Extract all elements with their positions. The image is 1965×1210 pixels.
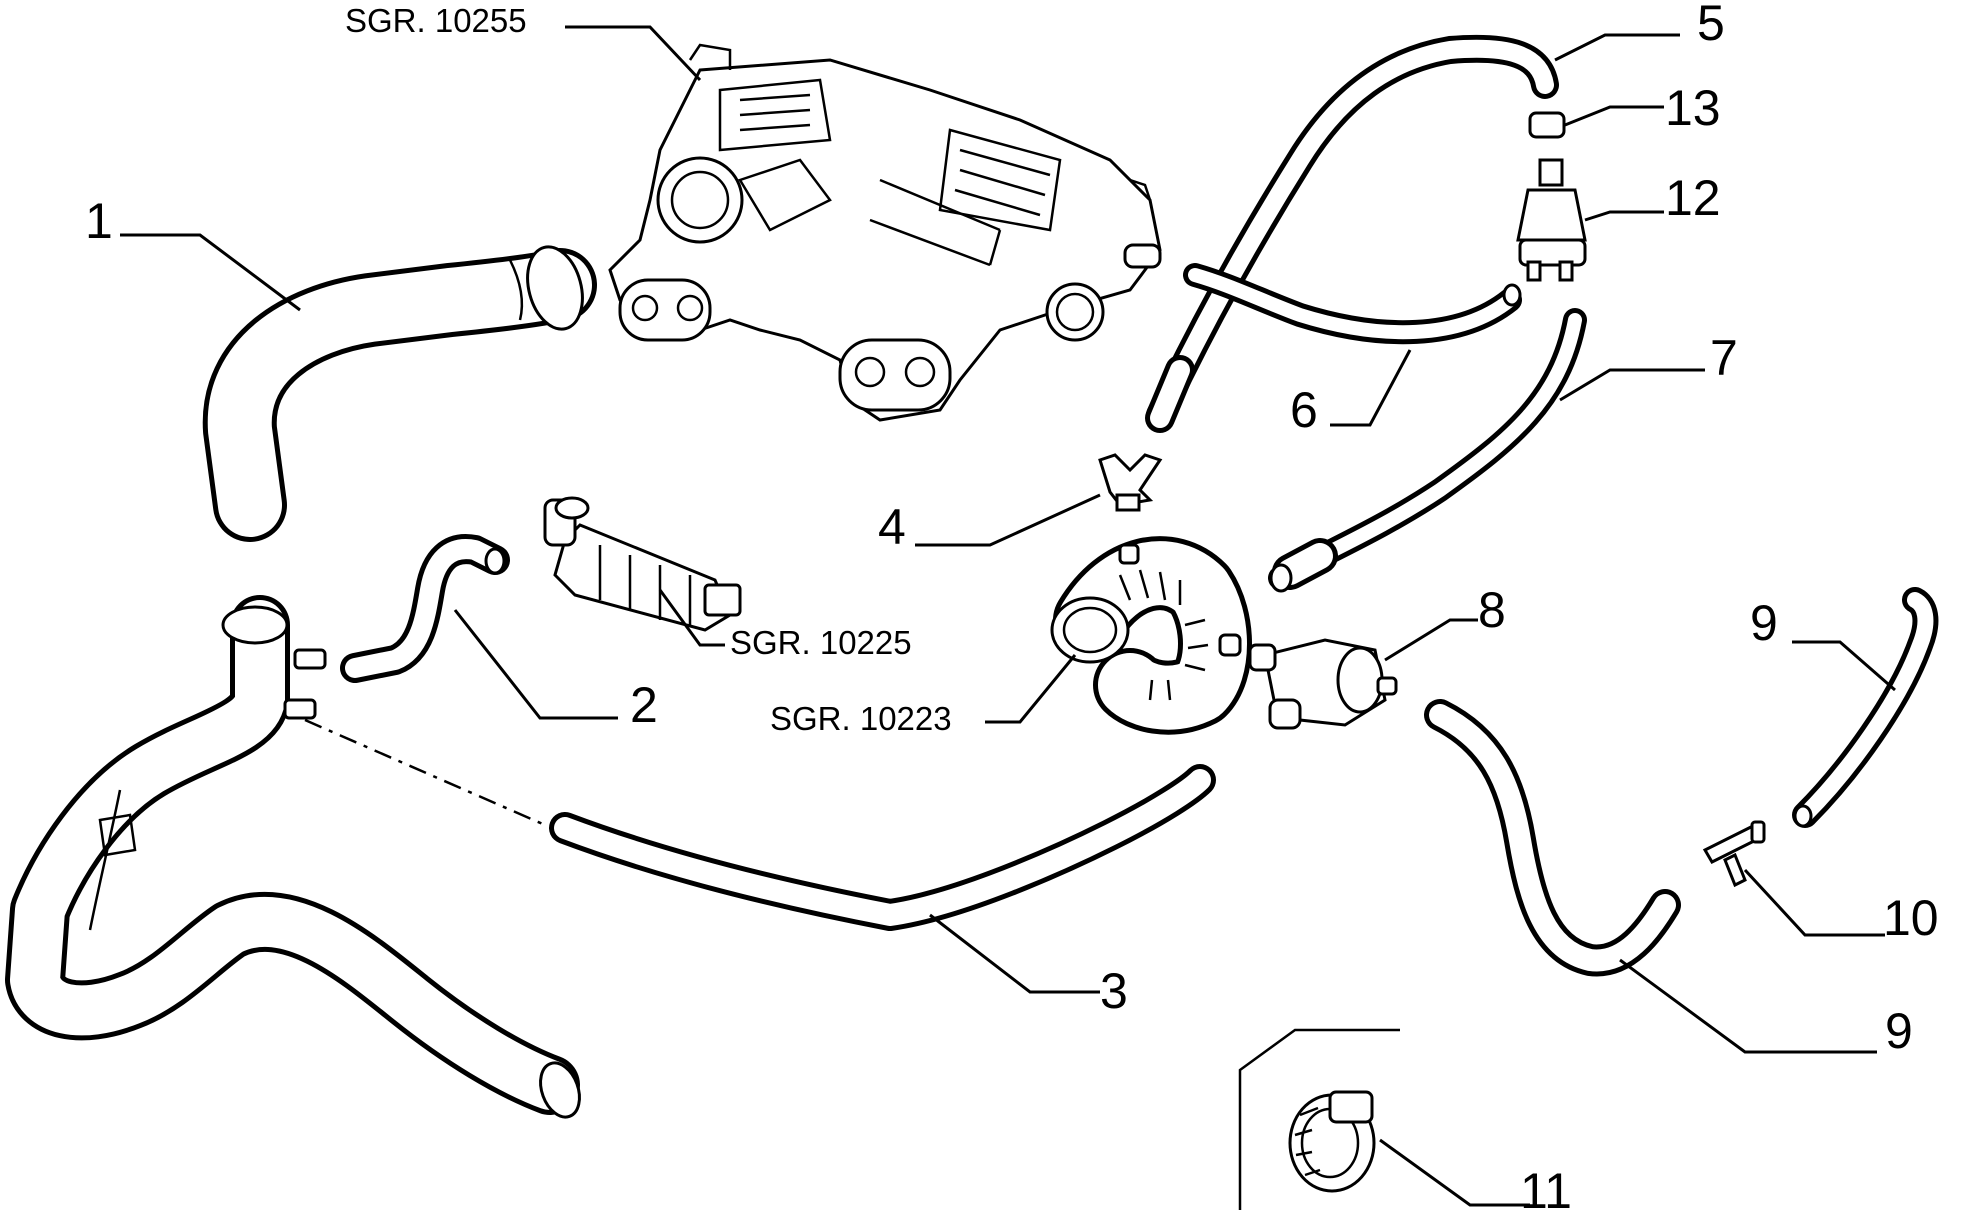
part-4-drawing bbox=[1098, 453, 1163, 512]
hose-7-drawing bbox=[1268, 308, 1587, 593]
reference-sgr-10225: SGR. 10225 bbox=[730, 624, 912, 661]
intake-manifold-drawing bbox=[608, 43, 1162, 422]
reference-sgr-10255: SGR. 10255 bbox=[345, 2, 527, 39]
idle-valve-drawing bbox=[543, 496, 742, 632]
part-13-drawing bbox=[1528, 111, 1566, 139]
callout-4: 4 bbox=[878, 499, 906, 555]
part-10-drawing bbox=[1702, 820, 1766, 888]
bellows-hose-drawing bbox=[1050, 536, 1252, 735]
hose-2-drawing bbox=[340, 534, 510, 683]
hose-6-drawing bbox=[1183, 263, 1522, 345]
reference-labels: SGR. 10255 SGR. 10225 SGR. 10223 bbox=[345, 2, 952, 737]
hose-9-upper-drawing bbox=[1792, 587, 1939, 828]
callout-3: 3 bbox=[1100, 963, 1128, 1019]
callout-6: 6 bbox=[1290, 382, 1318, 438]
leader-lines bbox=[120, 25, 1896, 1207]
clamp-box-frame bbox=[1238, 1028, 1400, 1210]
callout-9-lower: 9 bbox=[1885, 1003, 1913, 1059]
callout-11: 11 bbox=[1520, 1163, 1572, 1210]
part-11-drawing bbox=[1288, 1090, 1376, 1193]
callout-8: 8 bbox=[1478, 582, 1506, 638]
part-12-drawing bbox=[1516, 158, 1587, 282]
hose-9-lower-drawing bbox=[1424, 699, 1681, 977]
hose-5-drawing bbox=[1145, 34, 1559, 433]
hose-3-drawing bbox=[549, 764, 1216, 931]
callout-labels: 1 2 3 4 5 6 7 8 9 9 10 11 12 13 bbox=[85, 0, 1939, 1210]
callout-10: 10 bbox=[1883, 890, 1939, 946]
callout-1: 1 bbox=[85, 193, 113, 249]
y-pipe-drawing bbox=[5, 595, 581, 1119]
hose-1-drawing bbox=[202, 245, 597, 542]
callout-13: 13 bbox=[1665, 80, 1721, 136]
callout-12: 12 bbox=[1665, 170, 1721, 226]
dash-dot-line bbox=[304, 718, 546, 827]
part-8-drawing bbox=[1248, 638, 1398, 730]
reference-sgr-10223: SGR. 10223 bbox=[770, 700, 952, 737]
callout-9-upper: 9 bbox=[1750, 595, 1778, 651]
callout-2: 2 bbox=[630, 677, 658, 733]
callout-7: 7 bbox=[1710, 330, 1738, 386]
callout-5: 5 bbox=[1697, 0, 1725, 51]
